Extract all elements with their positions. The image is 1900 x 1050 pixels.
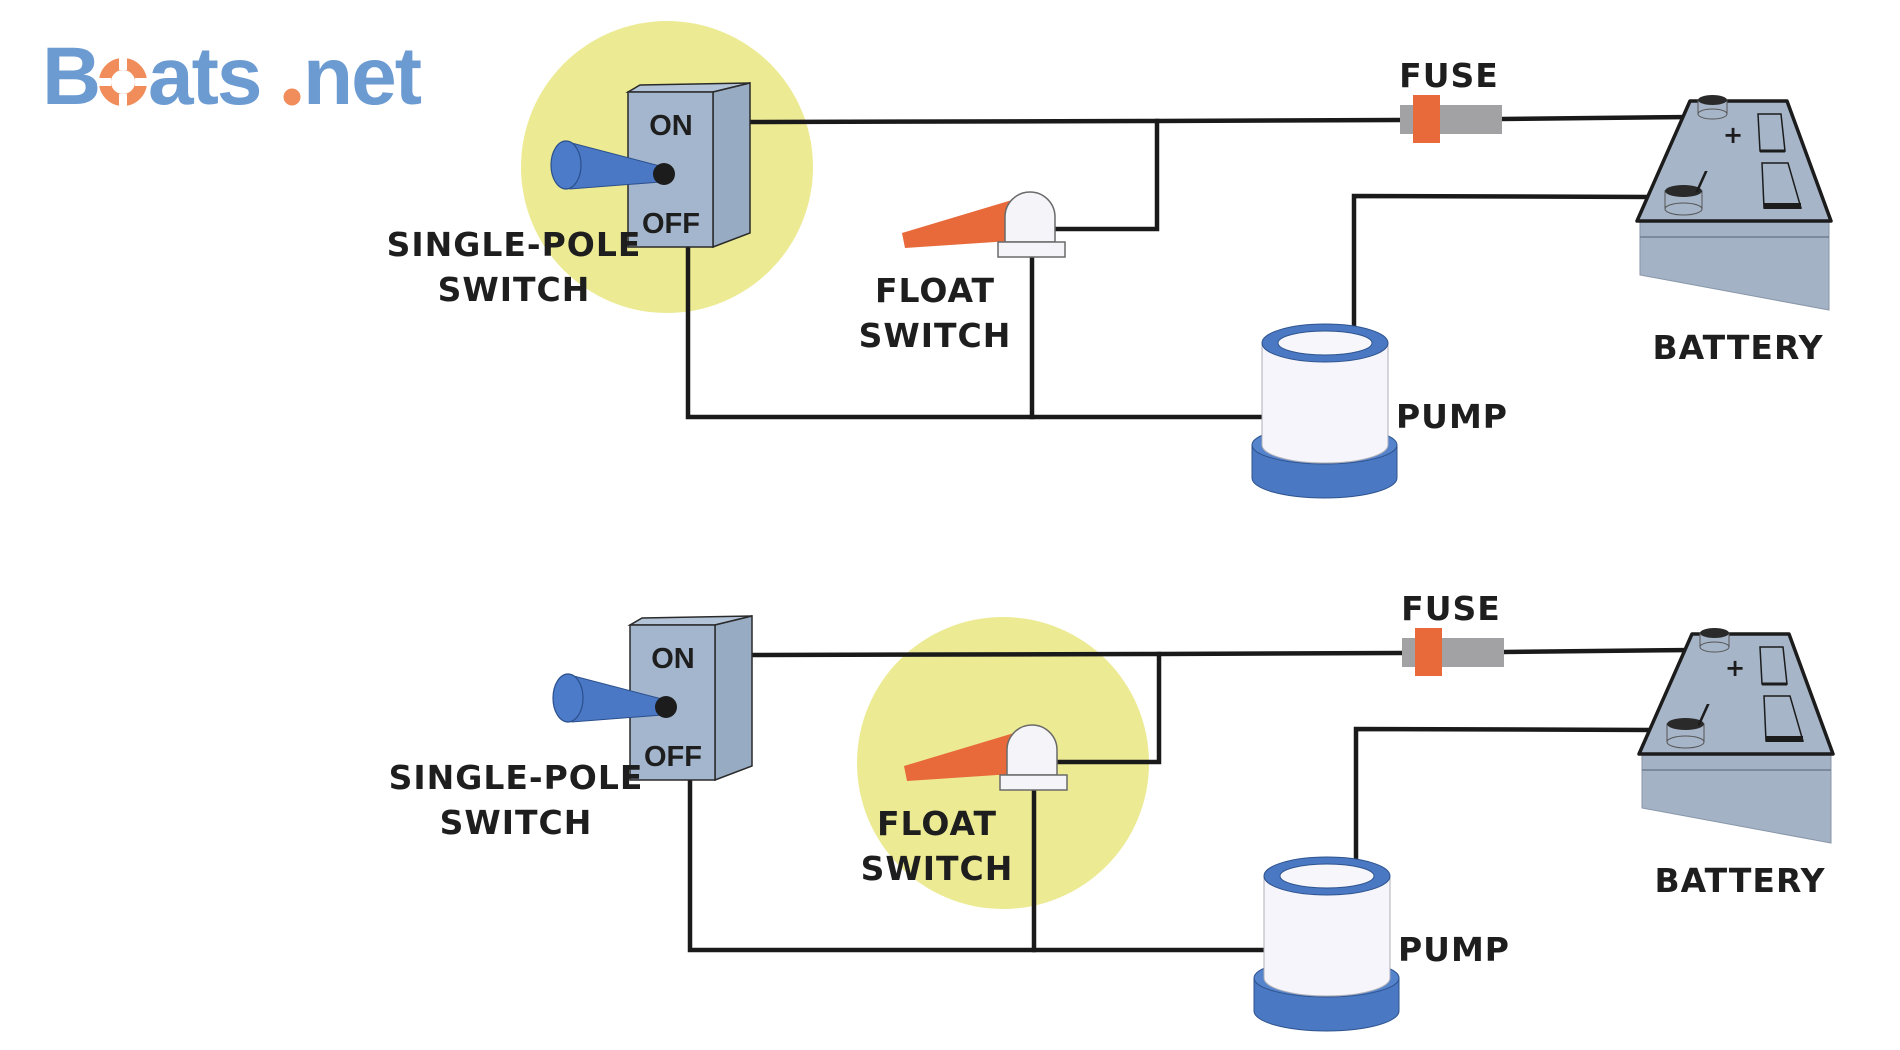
float-switch-label-line2: SWITCH — [859, 316, 1012, 355]
wires — [687, 647, 1695, 953]
pump-label: PUMP — [1398, 930, 1510, 969]
single-pole-switch-label-line1: SINGLE-POLE — [387, 225, 642, 264]
pump-body — [1261, 342, 1389, 464]
fuse-label: FUSE — [1399, 56, 1499, 95]
fuse[interactable]: FUSE — [1399, 56, 1502, 143]
wire-fuse-to-battery-positive — [1501, 647, 1695, 655]
fuse[interactable]: FUSE — [1401, 589, 1504, 676]
switch-on-label: ON — [649, 110, 693, 142]
single-pole-switch-label-line2: SWITCH — [440, 803, 593, 842]
wire-switch-to-fuse — [747, 117, 1403, 125]
single-pole-switch-label-line2: SWITCH — [438, 270, 591, 309]
wire-switch-to-pump — [687, 777, 1267, 953]
fuse-label: FUSE — [1401, 589, 1501, 628]
float-base — [997, 241, 1066, 258]
wire-junction-to-float-switch — [1052, 118, 1160, 232]
switch-side-face — [712, 82, 751, 249]
fuse-band — [1415, 628, 1442, 676]
switch-off-label: OFF — [642, 208, 700, 240]
wire-fuse-to-battery-positive — [1499, 114, 1693, 122]
toggle-lever-icon[interactable] — [552, 673, 677, 723]
bilge-pump[interactable]: PUMP — [1253, 856, 1510, 1032]
battery-negative-terminal[interactable] — [1664, 185, 1703, 216]
battery-label: BATTERY — [1653, 328, 1824, 367]
switch-side-face — [714, 615, 753, 782]
battery-negative-terminal[interactable] — [1666, 718, 1705, 749]
battery-label: BATTERY — [1655, 861, 1826, 900]
lifebuoy-icon — [97, 56, 149, 108]
toggle-lever-icon[interactable] — [550, 140, 675, 190]
logo-text-ats: ats — [148, 31, 261, 122]
float-dome — [1004, 191, 1056, 243]
float-switch-label-line1: FLOAT — [877, 804, 997, 843]
float-lever-icon — [902, 200, 1012, 248]
svg-text:B: B — [42, 31, 99, 122]
battery-plus-sign: + — [1723, 121, 1743, 149]
wire-battery-negative-to-pump — [1353, 726, 1665, 864]
bilge-pump[interactable]: PUMP — [1251, 323, 1508, 499]
float-base — [999, 774, 1068, 791]
float-lever-icon — [904, 733, 1014, 781]
pump-body — [1263, 875, 1391, 997]
battery-cell-cap — [1757, 113, 1786, 152]
battery[interactable]: +/BATTERY — [1635, 95, 1833, 367]
boats-net-logo[interactable]: B ats net — [42, 31, 424, 122]
battery-positive-terminal[interactable] — [1699, 628, 1730, 653]
toggle-pivot — [655, 696, 677, 718]
float-switch[interactable]: FLOAT SWITCH — [861, 724, 1068, 888]
battery[interactable]: +/BATTERY — [1637, 628, 1835, 900]
switch-off-label: OFF — [644, 741, 702, 773]
wire-switch-to-fuse — [749, 650, 1405, 658]
single-pole-switch-label-line1: SINGLE-POLE — [389, 758, 644, 797]
battery-front — [1639, 220, 1830, 311]
pump-label: PUMP — [1396, 397, 1508, 436]
battery-plus-sign: + — [1725, 654, 1745, 682]
float-dome — [1006, 724, 1058, 776]
battery-positive-terminal[interactable] — [1697, 95, 1728, 120]
battery-front — [1641, 753, 1832, 844]
float-switch[interactable]: FLOAT SWITCH — [859, 191, 1066, 355]
battery-cell-cap — [1759, 646, 1788, 685]
logo-dot-icon — [283, 88, 301, 106]
wire-battery-negative-to-pump — [1351, 193, 1663, 331]
float-switch-label-line2: SWITCH — [861, 849, 1014, 888]
switch-on-label: ON — [651, 643, 695, 675]
wire-switch-to-pump — [685, 244, 1265, 420]
logo-text-net: net — [303, 31, 422, 122]
logo-letter-b: B — [42, 31, 99, 122]
toggle-pivot — [653, 163, 675, 185]
float-switch-label-line1: FLOAT — [875, 271, 995, 310]
wires — [685, 114, 1693, 420]
fuse-band — [1413, 95, 1440, 143]
wire-junction-to-float-switch — [1054, 651, 1162, 765]
